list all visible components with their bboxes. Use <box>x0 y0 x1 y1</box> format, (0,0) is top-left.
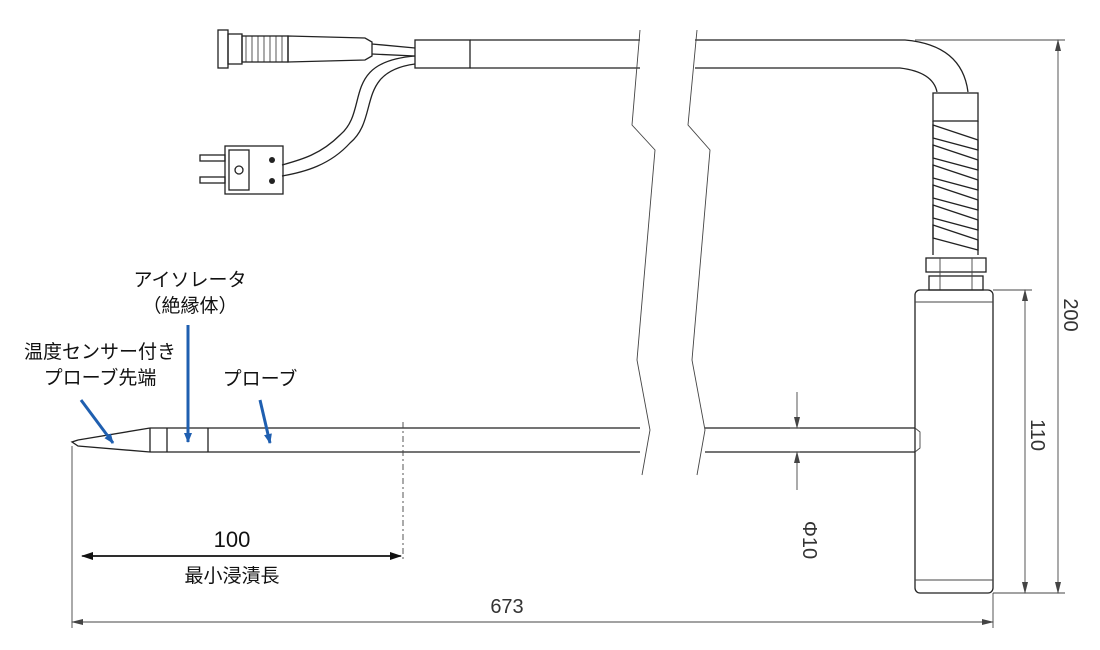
total-height-dimension: 200 <box>915 39 1081 594</box>
min-immersion-label: 最小浸漬長 <box>184 565 279 587</box>
callout-probe: プローブ <box>223 367 298 444</box>
insulator-label: アイソレータ <box>133 269 246 291</box>
handle-height-value: 110 <box>1026 419 1048 451</box>
bnc-connector <box>217 29 471 69</box>
break-lines <box>631 29 711 476</box>
min-immersion-dimension: 100 最小浸漬長 <box>81 527 402 587</box>
diameter-value: Φ10 <box>798 521 820 559</box>
spring-strain-relief <box>925 92 987 291</box>
handle-body <box>914 289 994 594</box>
total-height-value: 200 <box>1059 298 1081 331</box>
tip-label-sub: プローブ先端 <box>44 366 157 389</box>
cable <box>281 39 969 177</box>
callout-insulator: アイソレータ （絶縁体） <box>133 269 247 443</box>
callout-tip: 温度センサー付き プローブ先端 <box>24 341 176 444</box>
probe-shaft <box>70 422 921 560</box>
total-length-value: 673 <box>490 596 523 618</box>
tip-label: 温度センサー付き <box>24 341 176 363</box>
total-length-dimension: 673 <box>71 446 994 628</box>
handle-height-dimension: 110 <box>993 289 1048 594</box>
insulator-label-sub: （絶縁体） <box>142 295 237 317</box>
min-immersion-value: 100 <box>214 527 251 552</box>
probe-label: プローブ <box>223 367 298 390</box>
thermocouple-plug <box>199 145 284 195</box>
diameter-dimension: Φ10 <box>790 392 820 559</box>
